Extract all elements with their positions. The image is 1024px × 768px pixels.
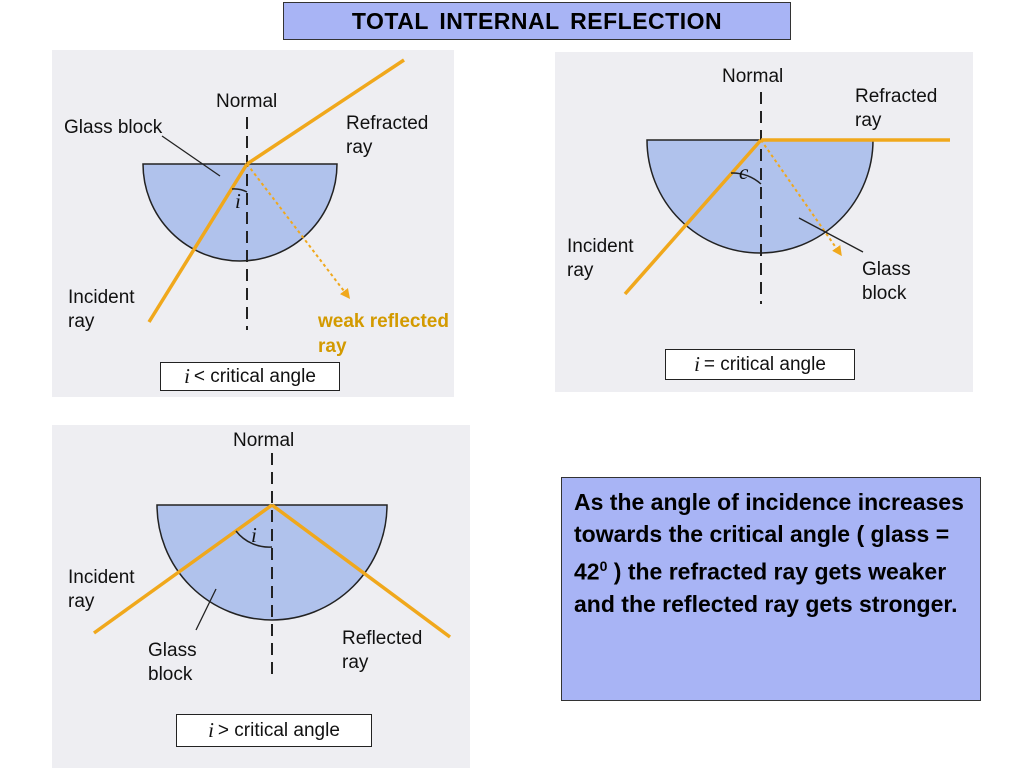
glass-block-label: Glass block bbox=[64, 117, 163, 138]
explanation-box: As the angle of incidence increases towa… bbox=[561, 477, 981, 701]
weak-reflected-ray-label: weak reflected ray bbox=[318, 311, 449, 357]
reflected-ray-label: Reflected ray bbox=[342, 628, 423, 673]
diagram-panel-above-critical: Normal i Incident ray Glass block Reflec… bbox=[52, 425, 470, 768]
diagram-critical-svg bbox=[623, 92, 950, 304]
caption-symbol: i bbox=[694, 352, 700, 376]
explanation-text-part2: ) the refracted ray gets weaker and the … bbox=[574, 558, 958, 617]
glass-block-label: Glass block bbox=[862, 259, 911, 304]
page-title: TOTAL INTERNAL REFLECTION bbox=[283, 2, 791, 40]
incident-ray-label: Incident ray bbox=[68, 287, 135, 332]
explanation-text-part1: As the angle of incidence increases towa… bbox=[574, 489, 964, 585]
caption-critical: i= critical angle bbox=[665, 349, 855, 380]
normal-label: Normal bbox=[722, 66, 784, 87]
caption-above-critical: i> critical angle bbox=[176, 714, 372, 747]
caption-text: < critical angle bbox=[193, 365, 316, 387]
normal-label: Normal bbox=[216, 91, 278, 112]
normal-label: Normal bbox=[233, 430, 295, 451]
diagram-panel-below-critical: Normal Glass block Refracted ray Inciden… bbox=[52, 50, 454, 397]
caption-below-critical: i< critical angle bbox=[160, 362, 340, 391]
diagram-panel-critical: Normal Refracted ray c Incident ray Glas… bbox=[555, 52, 973, 392]
caption-symbol: i bbox=[184, 364, 190, 388]
diagram-below-critical-svg bbox=[142, 58, 405, 330]
glass-block-label: Glass block bbox=[148, 640, 197, 685]
caption-text: > critical angle bbox=[217, 719, 340, 741]
incident-ray-label: Incident ray bbox=[68, 567, 135, 612]
incident-ray-label: Incident ray bbox=[567, 236, 634, 281]
angle-i-label: i bbox=[251, 523, 257, 547]
angle-c-label: c bbox=[739, 160, 749, 184]
angle-i-label: i bbox=[235, 189, 241, 213]
degree-superscript: 0 bbox=[599, 558, 608, 574]
refracted-ray-label: Refracted ray bbox=[855, 86, 938, 131]
caption-symbol: i bbox=[208, 718, 214, 742]
diagram-above-critical-svg bbox=[92, 453, 452, 680]
caption-text: = critical angle bbox=[703, 353, 826, 375]
refracted-ray-label: Refracted ray bbox=[346, 113, 429, 158]
